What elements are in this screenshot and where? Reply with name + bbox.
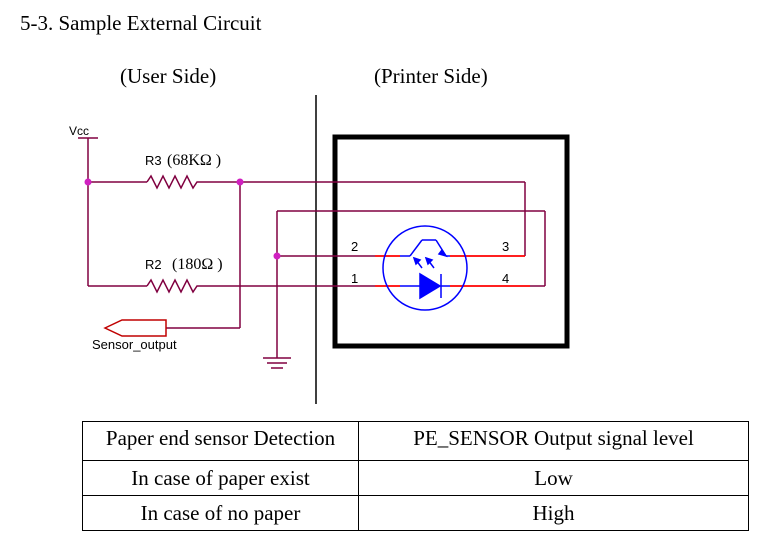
r2-value: (180Ω ) xyxy=(172,256,223,273)
table-row: In case of no paper High xyxy=(82,495,749,531)
section-heading: 5-3. Sample External Circuit xyxy=(20,11,262,35)
user-side-label: (User Side) xyxy=(120,64,217,88)
photo-interrupter-icon xyxy=(382,225,468,311)
r3-name: R3 xyxy=(145,153,162,168)
r2-name: R2 xyxy=(145,257,162,272)
circuit-diagram: Vcc R3 (68KΩ ) R2 (180Ω ) Senso xyxy=(69,95,570,404)
pin-4-label: 4 xyxy=(502,271,509,286)
vcc-terminal xyxy=(78,137,98,182)
table-header-cell: PE_SENSOR Output signal level xyxy=(358,421,749,461)
pin-1-label: 1 xyxy=(351,271,358,286)
table-cell: In case of paper exist xyxy=(82,460,359,496)
sensor-output-label: Sensor_output xyxy=(92,337,177,352)
signal-level-table: Paper end sensor Detection PE_SENSOR Out… xyxy=(82,421,749,531)
table-row: In case of paper exist Low xyxy=(82,460,749,496)
pin-3-label: 3 xyxy=(502,239,509,254)
sensor-output-connector-icon xyxy=(103,319,167,337)
resistor-r3-icon xyxy=(146,174,201,190)
wires xyxy=(87,181,546,358)
table-cell: Low xyxy=(358,460,749,496)
printer-side-label: (Printer Side) xyxy=(374,64,488,88)
junction-node xyxy=(236,178,244,186)
junction-node xyxy=(273,252,281,260)
table-header-cell: Paper end sensor Detection xyxy=(82,421,359,461)
printer-box xyxy=(332,134,570,349)
table-cell: High xyxy=(358,495,749,531)
pin-2-label: 2 xyxy=(351,239,358,254)
table-cell: In case of no paper xyxy=(82,495,359,531)
ground-icon xyxy=(263,357,291,369)
r3-value: (68KΩ ) xyxy=(167,152,221,169)
junction-node xyxy=(84,178,92,186)
table-header-row: Paper end sensor Detection PE_SENSOR Out… xyxy=(82,421,749,461)
vcc-label: Vcc xyxy=(69,124,89,138)
resistor-r2-icon xyxy=(146,278,201,294)
